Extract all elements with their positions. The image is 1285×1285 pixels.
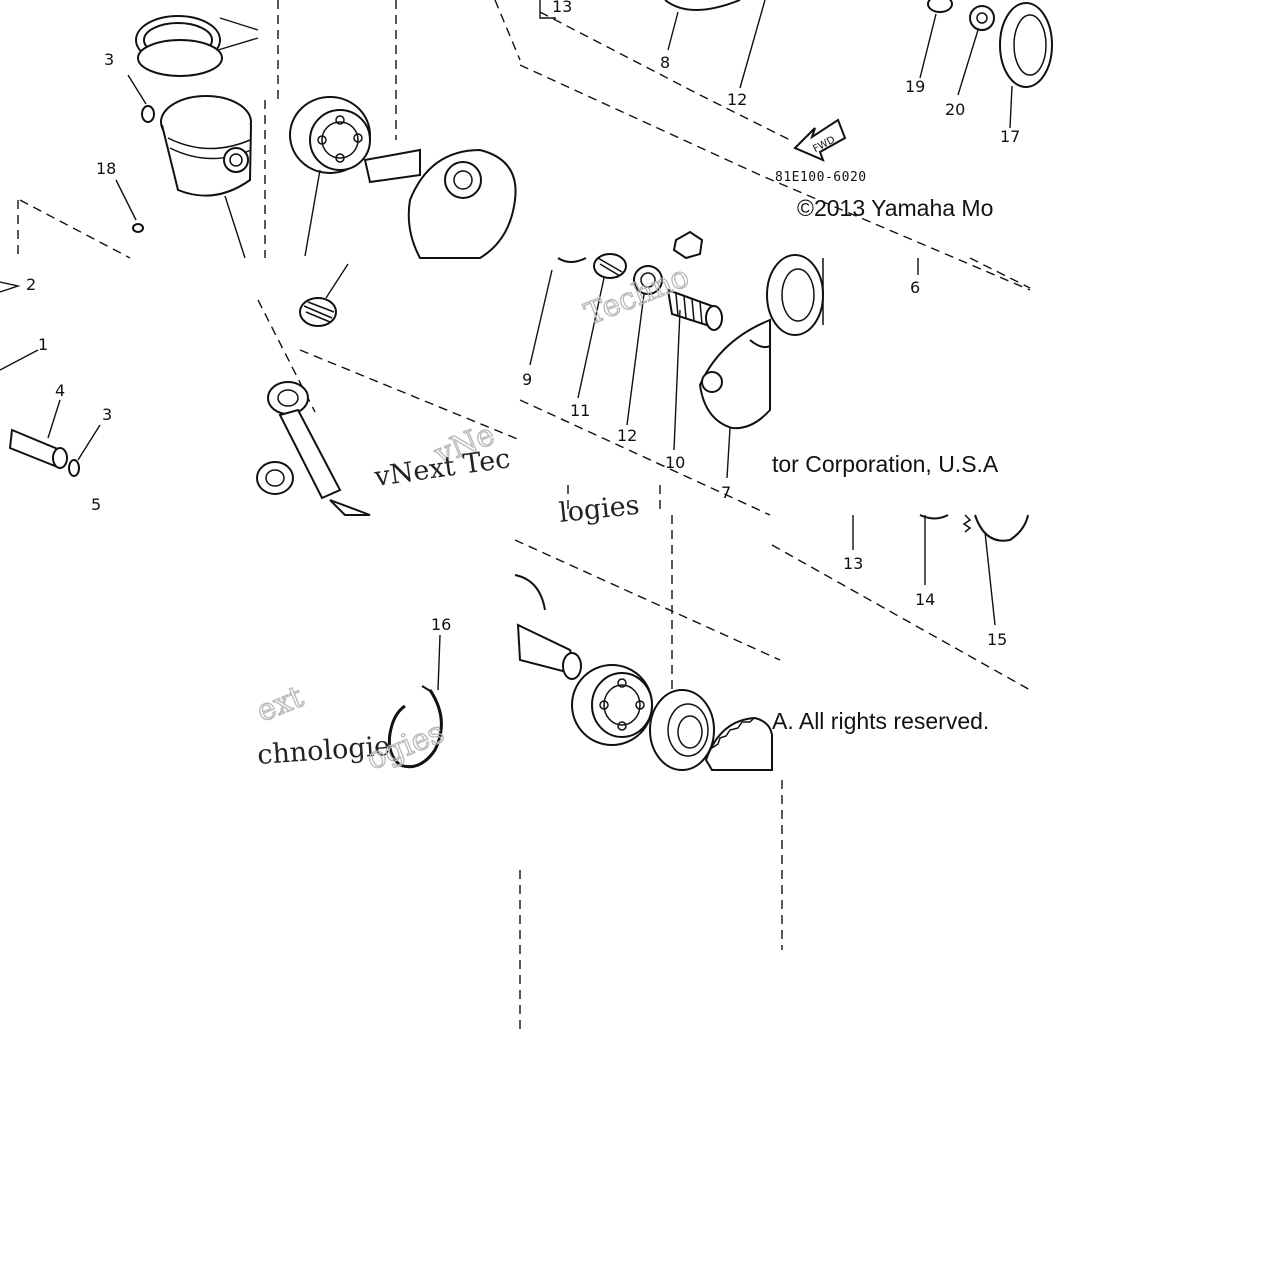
callout-numbers: 13 8 12 19 20 17 3 18 2 1 4 3 5 9 11 12 … (26, 0, 1020, 649)
gear-15 (962, 514, 1029, 542)
piston-pin-4 (8, 428, 68, 470)
circlip-3-bottom (68, 459, 80, 477)
oil-seal-6 (766, 254, 824, 336)
copyright-line-1: ©2013 Yamaha Mo (797, 195, 993, 221)
callout-13-right: 13 (843, 554, 863, 573)
callout-10: 10 (665, 453, 685, 472)
callout-19: 19 (905, 77, 925, 96)
callout-14: 14 (915, 590, 935, 609)
copyright-line-3: A. All rights reserved. (772, 708, 989, 734)
callout-5: 5 (91, 495, 101, 514)
oil-seal-17 (999, 2, 1053, 88)
circlip-3-top (141, 105, 155, 123)
callout-17: 17 (1000, 127, 1020, 146)
washer-20 (969, 5, 995, 31)
callout-leaders (0, 0, 1013, 691)
bearing-top (289, 96, 371, 174)
copyright-line-2: tor Corporation, U.S.A (772, 451, 999, 477)
assembly-dashed-lines (17, 0, 1031, 1030)
crank-part-8 (664, 0, 741, 11)
callout-13-top: 13 (552, 0, 572, 16)
nut-top (672, 230, 704, 260)
callout-6: 6 (910, 278, 920, 297)
washer-14 (919, 514, 949, 520)
crank-web-7 (698, 318, 771, 430)
callout-12-top: 12 (727, 90, 747, 109)
callout-8: 8 (660, 53, 670, 72)
callout-4: 4 (55, 381, 65, 400)
callout-18: 18 (96, 159, 116, 178)
gear-bottom (704, 716, 773, 771)
arrow-2-icon (0, 281, 21, 293)
callout-11: 11 (570, 401, 590, 420)
part-code: 81E100-6020 (775, 170, 867, 185)
crank-web-left (363, 148, 517, 259)
callout-1: 1 (38, 335, 48, 354)
circlip-16 (387, 685, 443, 769)
callout-20: 20 (945, 100, 965, 119)
callout-7: 7 (721, 483, 731, 502)
shaft-part-9 (557, 257, 587, 263)
piston (160, 95, 252, 197)
washer-12-mid (633, 265, 663, 295)
callout-15: 15 (987, 630, 1007, 649)
callout-12-mid: 12 (617, 426, 637, 445)
crank-pin-10 (666, 288, 723, 331)
callout-9: 9 (522, 370, 532, 389)
washer-19 (927, 0, 953, 13)
crank-shaft-end (514, 574, 582, 680)
woodruff-key-18 (132, 223, 144, 233)
needle-bearing-11 (593, 253, 627, 279)
callout-3-bottom: 3 (102, 405, 112, 424)
connecting-rod (256, 381, 371, 516)
callout-16: 16 (431, 615, 451, 634)
bearing-bottom (571, 664, 653, 746)
callout-3-top: 3 (104, 50, 114, 69)
oil-seal-bottom (649, 689, 715, 771)
needle-bearing-small (299, 297, 337, 327)
callout-2: 2 (26, 275, 36, 294)
piston-rings (135, 15, 259, 77)
